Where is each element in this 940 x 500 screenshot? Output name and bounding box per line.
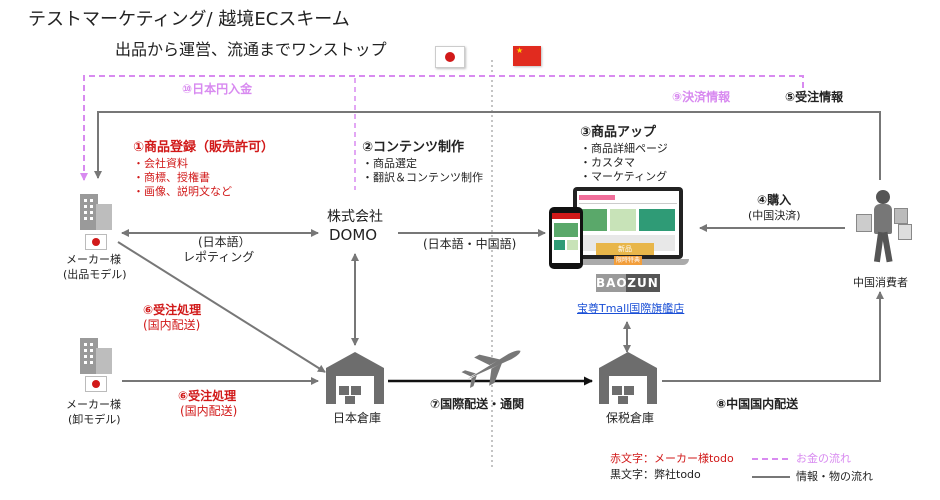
- step4-sub: (中国決済): [748, 209, 801, 222]
- step2-item: ・翻訳＆コンテンツ制作: [362, 171, 483, 184]
- screen-promo: 限時特典: [614, 256, 642, 265]
- domo-label: 株式会社: [327, 209, 383, 225]
- step3-item: ・マーケティング: [580, 170, 668, 183]
- order-info-line: [94, 111, 881, 180]
- building-icon: [80, 334, 114, 374]
- legend-money-label: お金の流れ: [796, 452, 851, 465]
- step5-label: ⑤受注情報: [785, 90, 844, 104]
- step3-item: ・商品詳細ページ: [580, 142, 668, 155]
- consumer-label: 中国消費者: [853, 276, 908, 289]
- warehouse-icon: [326, 352, 384, 404]
- maker1-label: メーカー様: [66, 253, 121, 266]
- step2-block: ②コンテンツ制作 ・商品選定 ・翻訳＆コンテンツ制作: [362, 140, 483, 185]
- maker1-sublabel: (出品モデル): [63, 268, 127, 281]
- bonded-warehouse-label: 保税倉庫: [606, 411, 655, 425]
- step8-title: ⑧中国国内配送: [716, 397, 799, 411]
- step10-label: ⑩日本円入金: [182, 82, 253, 96]
- logo-zun: ZUN: [626, 274, 660, 292]
- languages-label: (日本語・中国語): [423, 237, 517, 251]
- step2-item: ・商品選定: [362, 157, 417, 170]
- logo-bao: BAO: [596, 274, 628, 292]
- building-icon: [80, 190, 114, 230]
- japan-flag-icon: [435, 46, 465, 68]
- screen-badge: 新品: [618, 245, 632, 253]
- domestic-shipping-line: [662, 291, 884, 382]
- step1-title: ①商品登録（販売許可）: [133, 140, 275, 155]
- laptop-icon: [567, 187, 689, 267]
- china-flag-icon: ★: [513, 46, 541, 66]
- reporting-label: (日本語）: [198, 235, 251, 249]
- step9-label: ⑨決済情報: [672, 90, 731, 104]
- step4-title: ④購入: [757, 193, 792, 207]
- legend-red-text: 赤文字：メーカー様todo: [610, 452, 734, 465]
- money-flow-line: [80, 75, 804, 181]
- screen-banner: 新品: [596, 243, 654, 255]
- domo-name: DOMO: [329, 226, 378, 244]
- airplane-icon: [461, 350, 521, 388]
- step6b-sub: (国内配送): [180, 404, 238, 418]
- japan-flag-icon: [85, 376, 107, 392]
- step1-item: ・会社資料: [133, 157, 188, 170]
- step3-title: ③商品アップ: [580, 125, 657, 140]
- page-title: テストマーケティング/ 越境ECスキーム: [28, 9, 350, 30]
- step1-item: ・商標、授権書: [133, 171, 210, 184]
- maker1-warehouse-arrow: [117, 241, 326, 373]
- step6b-title: ⑥受注処理: [178, 389, 237, 403]
- maker2-label: メーカー様: [66, 398, 121, 411]
- phone-icon: [549, 207, 583, 269]
- warehouse-icon: [599, 352, 657, 404]
- step3-item: ・カスタマ: [580, 156, 635, 169]
- step1-block: ①商品登録（販売許可） ・会社資料 ・商標、授権書 ・画像、説明文など: [133, 140, 274, 199]
- step3-block: ③商品アップ ・商品詳細ページ ・カスタマ ・マーケティング: [580, 125, 668, 184]
- shopper-icon: [850, 188, 914, 268]
- step2-title: ②コンテンツ制作: [362, 140, 465, 155]
- step6a-title: ⑥受注処理: [143, 303, 202, 317]
- japan-flag-icon: [85, 234, 107, 250]
- screen-promo-text: 限時特典: [615, 257, 640, 264]
- maker2-sublabel: (卸モデル): [68, 413, 121, 426]
- legend-info-label: 情報・物の流れ: [796, 470, 873, 483]
- legend-black-text: 黒文字：弊社todo: [610, 468, 701, 481]
- step1-item: ・画像、説明文など: [133, 185, 232, 198]
- shop-link[interactable]: 宝尊Tmall国際旗艦店: [577, 302, 685, 315]
- step7-title: ⑦国際配送・通関: [430, 397, 525, 411]
- step6a-sub: (国内配送): [143, 318, 201, 332]
- jp-warehouse-label: 日本倉庫: [333, 411, 382, 425]
- baozun-logo: BAOZUN: [596, 274, 662, 292]
- reporting-label: レポティング: [183, 250, 255, 264]
- page-subtitle: 出品から運営、流通までワンストップ: [115, 40, 387, 59]
